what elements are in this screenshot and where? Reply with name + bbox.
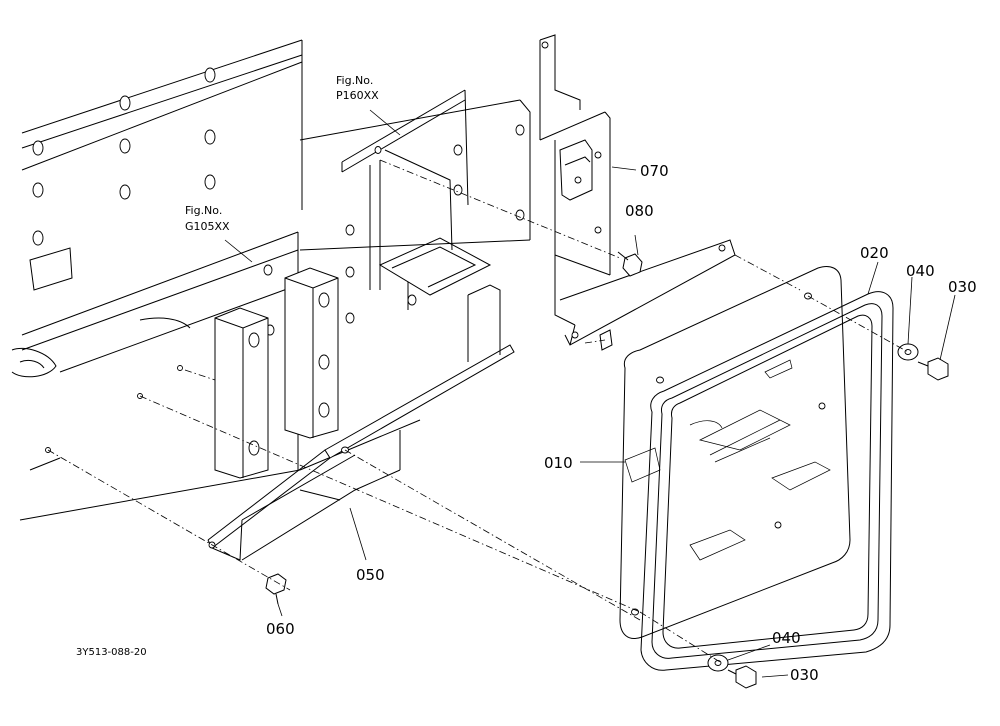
part-label-080: 080	[625, 202, 654, 220]
part-label-040-lower: 040	[772, 629, 801, 647]
spacer-blocks	[214, 267, 339, 479]
part-050-stay	[207, 284, 515, 561]
bolt-030-lower-icon	[727, 665, 757, 689]
part-070-bracket	[539, 34, 736, 351]
reference-callout-p160xx: Fig.No. P160XX	[336, 74, 379, 102]
bolt-080-icon	[617, 251, 643, 277]
part-label-030-lower: 030	[790, 666, 819, 684]
bolt-030-upper-icon	[917, 357, 949, 381]
assembly-center-lines	[47, 159, 909, 663]
part-label-030-upper: 030	[948, 278, 977, 296]
ref-fig-label: Fig.No.	[336, 74, 373, 87]
part-label-070: 070	[640, 162, 669, 180]
part-020-seal	[640, 291, 894, 671]
ref-fig-number: G105XX	[185, 220, 230, 233]
ref-fig-number: P160XX	[336, 89, 379, 102]
part-label-010: 010	[544, 454, 573, 472]
reference-callout-g105xx: Fig.No. G105XX	[185, 204, 230, 233]
ref-fig-label: Fig.No.	[185, 204, 222, 217]
upper-bracket-reference	[341, 89, 492, 310]
part-label-060: 060	[266, 620, 295, 638]
washer-040-lower-icon	[707, 654, 729, 672]
washer-040-upper-icon	[897, 343, 919, 361]
part-label-050: 050	[356, 566, 385, 584]
leader-lines	[224, 109, 956, 678]
bolt-060-icon	[265, 573, 287, 605]
frame-chassis	[11, 39, 531, 521]
part-label-020: 020	[860, 244, 889, 262]
part-label-040-upper: 040	[906, 262, 935, 280]
figure-code: 3Y513-088-20	[76, 647, 147, 658]
part-010-panel	[619, 266, 851, 639]
